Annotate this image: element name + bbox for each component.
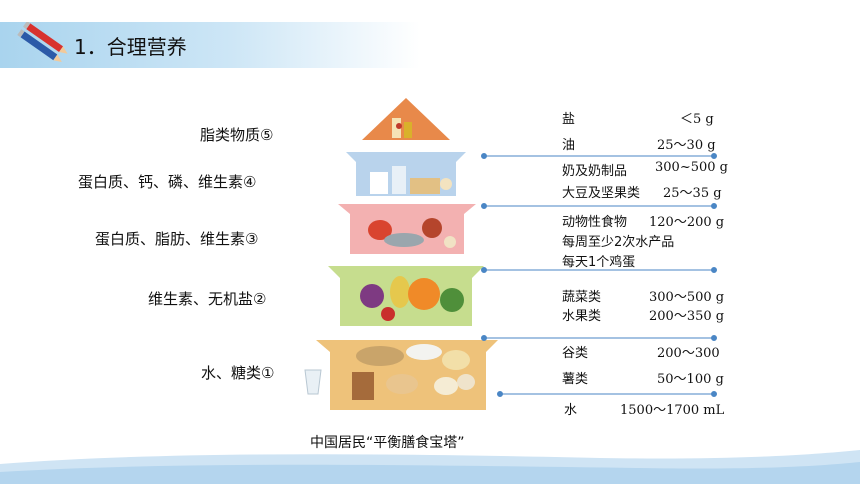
item-animal-amount: 120～200 g	[649, 215, 725, 230]
pyramid-level-2	[328, 266, 484, 326]
item-grain-name: 谷类	[562, 346, 589, 361]
level-3-label: 蛋白质、脂肪、维生素③	[95, 230, 259, 248]
item-soy-amount: 25～35 g	[663, 186, 722, 201]
item-oil-amount: 25～30 g	[657, 138, 716, 153]
item-grain-amount: 200～300	[657, 346, 720, 361]
pyramid-level-5	[362, 98, 450, 140]
item-vegetable-name: 蔬菜类	[562, 290, 602, 305]
item-seafood-note: 每周至少2次水产品	[562, 235, 675, 250]
item-salt-amount: ＜5 g	[680, 112, 714, 127]
water-glass-icon	[304, 369, 322, 395]
item-egg-note: 每天1个鸡蛋	[562, 255, 636, 270]
level-4-label: 蛋白质、钙、磷、维生素④	[78, 173, 257, 191]
pyramid-caption: 中国居民“平衡膳食宝塔”	[310, 435, 465, 451]
item-animal-name: 动物性食物	[562, 215, 628, 230]
item-potato-name: 薯类	[562, 372, 589, 387]
item-water-name: 水	[564, 403, 578, 418]
item-fruit-amount: 200～350 g	[649, 309, 725, 324]
page-title: 1．合理营养	[74, 35, 187, 59]
pencils-icon	[17, 22, 68, 62]
item-salt-name: 盐	[562, 112, 576, 127]
item-fruit-name: 水果类	[562, 309, 602, 324]
pyramid-level-1	[316, 340, 498, 410]
bottom-wave-decoration	[0, 450, 860, 484]
level-1-label: 水、糖类①	[201, 364, 275, 382]
level-5-label: 脂类物质⑤	[200, 126, 274, 144]
pyramid-level-4	[346, 152, 466, 196]
pyramid-level-3	[338, 204, 476, 254]
connector-lines	[481, 153, 717, 397]
item-dairy-amount: 300~500 g	[655, 160, 728, 175]
item-oil-name: 油	[562, 138, 576, 153]
item-soy-name: 大豆及坚果类	[562, 186, 641, 201]
item-potato-amount: 50～100 g	[657, 372, 724, 387]
item-water-amount: 1500～1700 mL	[620, 403, 725, 418]
title-banner	[0, 22, 420, 68]
level-2-label: 维生素、无机盐②	[148, 290, 267, 308]
item-dairy-name: 奶及奶制品	[562, 164, 628, 179]
item-vegetable-amount: 300～500 g	[649, 290, 725, 305]
